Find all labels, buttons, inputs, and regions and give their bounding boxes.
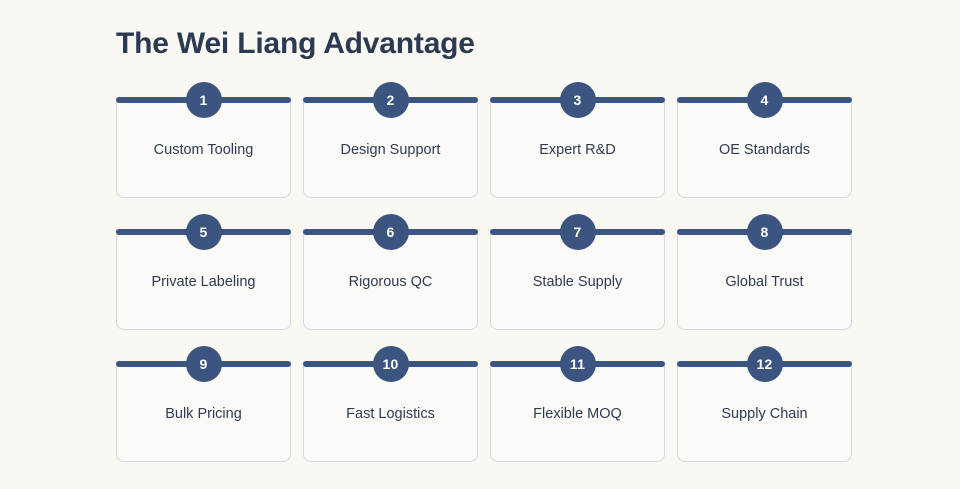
card-label: OE Standards (718, 142, 811, 158)
card-number-badge: 9 (185, 346, 222, 382)
card-number-badge: 6 (372, 214, 409, 250)
card-number-badge: 4 (746, 82, 783, 118)
card-label: Bulk Pricing (165, 406, 242, 422)
card-label: Stable Supply (532, 274, 623, 290)
card-label: Supply Chain (721, 406, 808, 422)
card-label: Private Labeling (151, 274, 256, 290)
card-label: Fast Logistics (346, 406, 435, 422)
card-number-badge: 11 (559, 346, 596, 382)
card-label: Flexible MOQ (533, 406, 622, 422)
advantage-card[interactable]: 10 Fast Logistics (303, 346, 478, 462)
advantage-card[interactable]: 4 OE Standards (677, 82, 852, 198)
advantage-card[interactable]: 8 Global Trust (677, 214, 852, 330)
card-number-badge: 7 (559, 214, 596, 250)
advantage-card[interactable]: 12 Supply Chain (677, 346, 852, 462)
card-number-badge: 5 (185, 214, 222, 250)
card-number-badge: 2 (372, 82, 409, 118)
card-label: Design Support (340, 142, 441, 158)
advantage-card[interactable]: 7 Stable Supply (490, 214, 665, 330)
page-title: The Wei Liang Advantage (116, 27, 475, 60)
card-label: Global Trust (725, 274, 804, 290)
advantage-card[interactable]: 6 Rigorous QC (303, 214, 478, 330)
advantage-card[interactable]: 9 Bulk Pricing (116, 346, 291, 462)
advantage-card[interactable]: 1 Custom Tooling (116, 82, 291, 198)
advantage-card[interactable]: 3 Expert R&D (490, 82, 665, 198)
card-number-badge: 8 (746, 214, 783, 250)
card-number-badge: 12 (746, 346, 783, 382)
advantage-card-grid: 1 Custom Tooling 2 Design Support 3 Expe… (116, 82, 852, 462)
card-number-badge: 10 (372, 346, 409, 382)
advantage-card[interactable]: 5 Private Labeling (116, 214, 291, 330)
card-label: Expert R&D (539, 142, 616, 158)
card-label: Rigorous QC (348, 274, 433, 290)
card-number-badge: 1 (185, 82, 222, 118)
advantage-card[interactable]: 2 Design Support (303, 82, 478, 198)
card-label: Custom Tooling (153, 142, 254, 158)
advantage-card[interactable]: 11 Flexible MOQ (490, 346, 665, 462)
card-number-badge: 3 (559, 82, 596, 118)
